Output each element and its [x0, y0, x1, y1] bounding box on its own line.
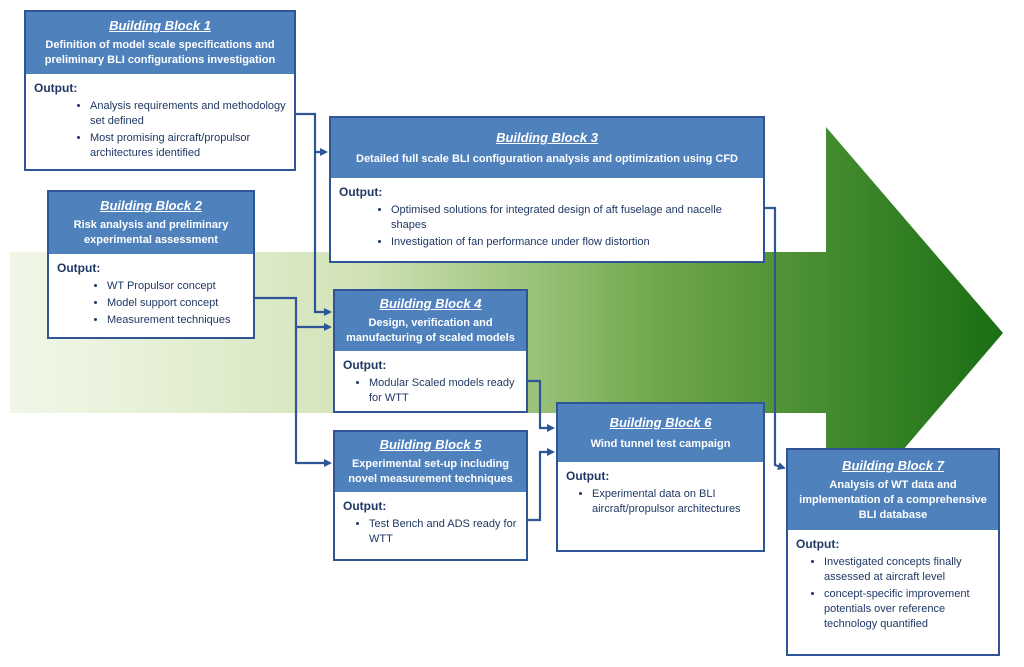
output-item: Analysis requirements and methodology se…	[90, 99, 286, 129]
block-title: Building Block 2	[100, 198, 202, 213]
block-subtitle: Detailed full scale BLI configuration an…	[356, 152, 738, 165]
output-item: Test Bench and ADS ready for WTT	[369, 517, 518, 547]
output-list: Test Bench and ADS ready for WTT	[343, 517, 518, 547]
block-title: Building Block 6	[609, 414, 712, 430]
block-output: Output: Optimised solutions for integrat…	[331, 180, 763, 250]
output-label: Output:	[796, 537, 840, 551]
output-list: WT Propulsor concept Model support conce…	[57, 279, 245, 328]
output-label: Output:	[339, 185, 383, 199]
output-item: Investigated concepts finally assessed a…	[824, 555, 990, 585]
connector-bb3-bb7	[765, 206, 786, 470]
output-label: Output:	[343, 358, 387, 372]
block-output: Output: Modular Scaled models ready for …	[335, 353, 526, 406]
connector-bb1-bb4	[313, 152, 332, 316]
block-header: Building Block 4 Design, verification an…	[335, 291, 526, 353]
output-item: WT Propulsor concept	[107, 279, 245, 294]
block-header: Building Block 6 Wind tunnel test campai…	[558, 404, 763, 464]
block-title: Building Block 7	[842, 457, 944, 473]
block-subtitle: Analysis of WT data and implementation o…	[799, 478, 987, 521]
block-title: Building Block 5	[379, 437, 482, 452]
block-subtitle: Definition of model scale specifications…	[44, 39, 276, 66]
output-item: Optimised solutions for integrated desig…	[391, 203, 755, 233]
block-header: Building Block 5 Experimental set-up inc…	[335, 432, 526, 494]
output-item: Measurement techniques	[107, 313, 245, 328]
block-subtitle: Risk analysis and preliminary experiment…	[73, 219, 229, 246]
output-list: Optimised solutions for integrated desig…	[339, 203, 755, 250]
connector-bb1-bb3	[296, 112, 328, 156]
building-block-3: Building Block 3 Detailed full scale BLI…	[329, 116, 765, 263]
block-header: Building Block 1 Definition of model sca…	[26, 12, 294, 76]
block-header: Building Block 3 Detailed full scale BLI…	[331, 118, 763, 180]
output-label: Output:	[34, 81, 78, 95]
block-output: Output: Test Bench and ADS ready for WTT	[335, 494, 526, 547]
output-item: Most promising aircraft/propulsor archit…	[90, 131, 286, 161]
building-block-1: Building Block 1 Definition of model sca…	[24, 10, 296, 171]
building-block-2: Building Block 2 Risk analysis and preli…	[47, 190, 255, 339]
block-output: Output: Analysis requirements and method…	[26, 76, 294, 161]
output-list: Investigated concepts finally assessed a…	[796, 555, 990, 632]
block-output: Output: Experimental data on BLI aircraf…	[558, 464, 763, 517]
output-item: Model support concept	[107, 296, 245, 311]
building-block-7: Building Block 7 Analysis of WT data and…	[786, 448, 1000, 656]
output-list: Experimental data on BLI aircraft/propul…	[566, 487, 755, 517]
output-label: Output:	[57, 261, 101, 275]
output-item: Experimental data on BLI aircraft/propul…	[592, 487, 755, 517]
output-item: Investigation of fan performance under f…	[391, 235, 755, 250]
block-title: Building Block 1	[109, 18, 211, 33]
output-item: concept-specific improvement potentials …	[824, 587, 990, 632]
connector-bb2-bb4	[255, 296, 332, 331]
block-subtitle: Wind tunnel test campaign	[590, 437, 731, 450]
connector-bb5-bb6	[528, 448, 555, 522]
block-header: Building Block 7 Analysis of WT data and…	[788, 450, 998, 532]
block-output: Output: Investigated concepts finally as…	[788, 532, 998, 632]
output-label: Output:	[343, 499, 387, 513]
building-block-5: Building Block 5 Experimental set-up inc…	[333, 430, 528, 561]
block-subtitle: Experimental set-up including novel meas…	[348, 458, 513, 485]
block-output: Output: WT Propulsor concept Model suppo…	[49, 256, 253, 328]
output-list: Modular Scaled models ready for WTT	[343, 376, 518, 406]
output-list: Analysis requirements and methodology se…	[34, 99, 286, 161]
block-title: Building Block 4	[379, 296, 482, 311]
output-item: Modular Scaled models ready for WTT	[369, 376, 518, 406]
building-block-6: Building Block 6 Wind tunnel test campai…	[556, 402, 765, 552]
block-subtitle: Design, verification and manufacturing o…	[346, 317, 515, 344]
connector-bb4-bb6	[528, 379, 555, 432]
block-title: Building Block 3	[496, 129, 598, 145]
building-block-4: Building Block 4 Design, verification an…	[333, 289, 528, 413]
block-header: Building Block 2 Risk analysis and preli…	[49, 192, 253, 256]
connector-bb2-bb5	[294, 327, 332, 467]
output-label: Output:	[566, 469, 610, 483]
